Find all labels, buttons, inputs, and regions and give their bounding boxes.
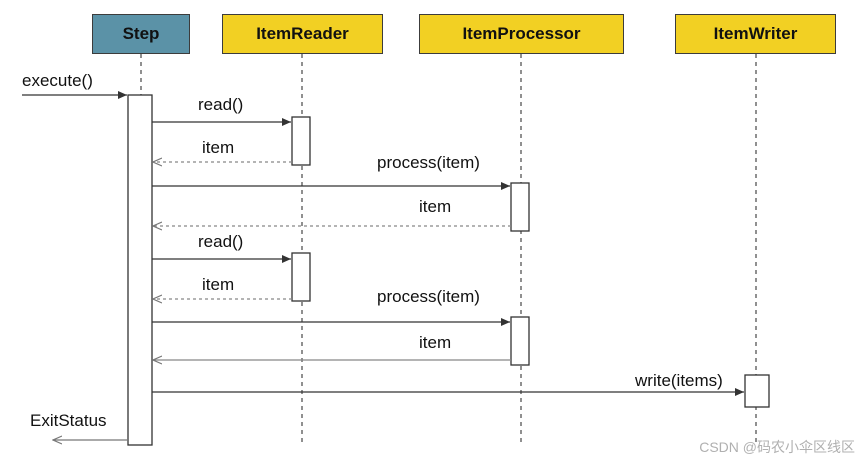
- activation-processor-1: [510, 182, 530, 232]
- label-item-2: item: [419, 197, 451, 216]
- label-exit-status: ExitStatus: [30, 411, 107, 430]
- activation-reader-2: [291, 252, 311, 302]
- label-process-2: process(item): [377, 287, 480, 306]
- label-read-1: read(): [198, 95, 243, 114]
- watermark: CSDN @码农小伞区线区: [699, 439, 855, 455]
- participant-item-reader: ItemReader: [222, 14, 383, 54]
- label-execute: execute(): [22, 71, 93, 90]
- label-item-1: item: [202, 138, 234, 157]
- activation-processor-2: [510, 316, 530, 366]
- label-process-1: process(item): [377, 153, 480, 172]
- label-write: write(items): [634, 371, 723, 390]
- label-item-4: item: [419, 333, 451, 352]
- activation-writer: [744, 374, 770, 408]
- label-item-3: item: [202, 275, 234, 294]
- activation-step: [127, 94, 153, 446]
- activation-reader-1: [291, 116, 311, 166]
- participant-step: Step: [92, 14, 190, 54]
- participant-item-processor: ItemProcessor: [419, 14, 624, 54]
- label-read-2: read(): [198, 232, 243, 251]
- participant-item-writer: ItemWriter: [675, 14, 836, 54]
